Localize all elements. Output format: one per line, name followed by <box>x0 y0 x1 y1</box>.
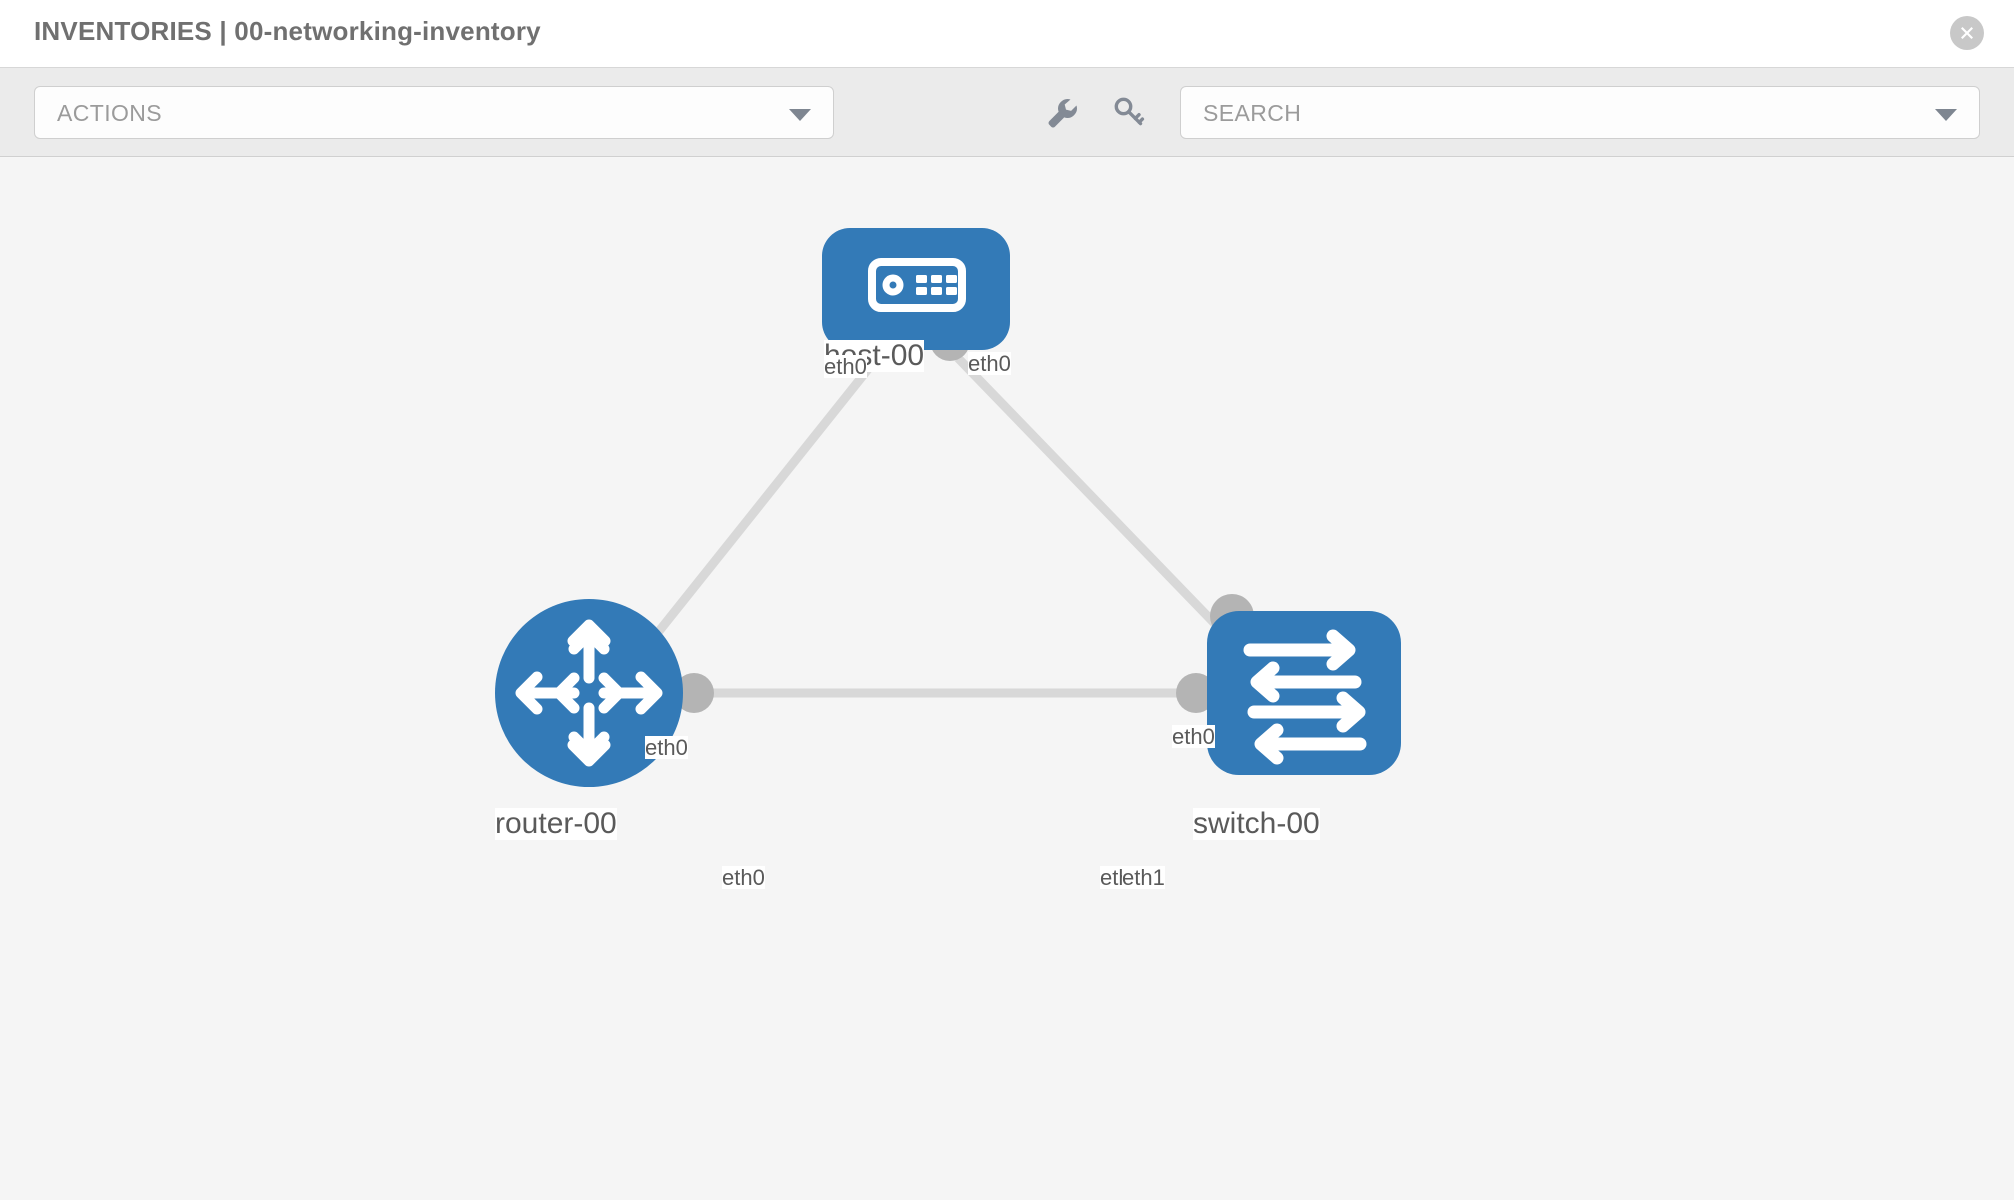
actions-dropdown-label: ACTIONS <box>57 100 163 126</box>
switch-arrows-icon <box>1243 629 1367 765</box>
close-icon <box>1961 27 1973 39</box>
router-arrowheads <box>553 628 625 758</box>
chevron-down-icon[interactable] <box>1935 109 1957 121</box>
wrench-glyph <box>1048 99 1077 128</box>
connector-router-right <box>674 673 714 713</box>
chevron-down-icon <box>789 109 811 121</box>
server-icon <box>868 258 966 312</box>
node-label-router-00: router-00 <box>495 807 617 840</box>
topology-canvas[interactable]: host-00 router-00 switch-00 eth0 eth0 et… <box>0 158 2014 1200</box>
connector-switch-left <box>1176 673 1216 713</box>
interface-label: eth0 <box>645 735 688 760</box>
interface-label: eth1 <box>1122 865 1165 890</box>
search-input[interactable]: SEARCH <box>1180 86 1980 139</box>
topology-connectors <box>674 321 1254 713</box>
topology-graph <box>495 228 1401 787</box>
topology-links <box>636 354 1252 698</box>
node-label-switch-00: switch-00 <box>1193 807 1320 840</box>
node-router-00[interactable] <box>495 599 683 787</box>
actions-dropdown[interactable]: ACTIONS <box>34 86 834 139</box>
interface-label: eth0 <box>824 354 867 379</box>
toolbar: ACTIONS SEARCH <box>0 68 2014 157</box>
search-placeholder: SEARCH <box>1203 100 1302 126</box>
node-switch-00[interactable] <box>1207 611 1401 775</box>
key-glyph <box>1114 97 1145 126</box>
interface-label: eth0 <box>722 865 765 890</box>
link-host-switch <box>954 354 1252 662</box>
wrench-icon[interactable] <box>1036 88 1084 136</box>
interface-label: eth0 <box>968 351 1011 376</box>
link-host-router <box>636 355 881 658</box>
key-icon[interactable] <box>1104 88 1152 136</box>
page-header: INVENTORIES | 00-networking-inventory <box>0 0 2014 68</box>
interface-label: eth0 <box>1172 724 1215 749</box>
close-button[interactable] <box>1950 16 1984 50</box>
page-title: INVENTORIES | 00-networking-inventory <box>34 16 541 46</box>
node-host-00[interactable] <box>822 228 1010 350</box>
